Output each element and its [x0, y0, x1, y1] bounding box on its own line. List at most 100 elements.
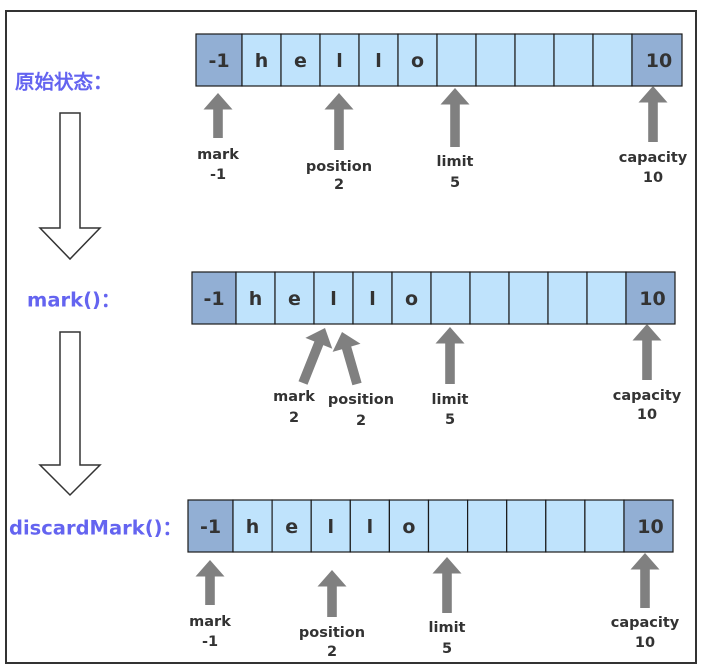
cell-value: l: [367, 516, 374, 538]
buffer-cell: o: [391, 271, 432, 325]
buffer-cell: [547, 271, 588, 325]
buffer-cell: l: [358, 33, 399, 87]
buffer-cell: [427, 499, 469, 553]
cell-box: [232, 499, 273, 553]
cell-box: [358, 33, 399, 87]
cell-box: [427, 499, 469, 553]
buffer-cell: [430, 271, 471, 325]
buffer-cell: [514, 33, 555, 87]
buffer-cell: [586, 271, 627, 325]
cell-box: [195, 33, 243, 87]
cell-value: e: [288, 288, 301, 310]
buffer-cell: h: [241, 33, 282, 87]
buffer-cell: [545, 499, 586, 553]
cell-box: [506, 499, 547, 553]
cell-box: [187, 499, 234, 553]
cell-box: [241, 33, 282, 87]
diagram-frame: [5, 10, 697, 664]
cell-value: -1: [208, 50, 229, 72]
cell-box: [274, 271, 315, 325]
buffer-cell: h: [232, 499, 273, 553]
up-arrow-icon: [332, 332, 362, 386]
cell-value: 10: [646, 50, 672, 72]
pointer-name: limit: [437, 154, 474, 170]
pointer-value: 10: [637, 407, 657, 423]
cell-box: [623, 499, 674, 553]
up-arrow-icon: [638, 86, 668, 142]
cell-box: [625, 271, 676, 325]
pointer-value: 2: [334, 177, 344, 193]
pointer-name: limit: [429, 620, 466, 636]
buffer-cell: e: [271, 499, 312, 553]
pointer-name: limit: [432, 392, 469, 408]
pointer-position: position 2: [299, 570, 365, 660]
buffer-cell: l: [310, 499, 351, 553]
cell-box: [235, 271, 276, 325]
cell-box: [547, 271, 588, 325]
cell-value: 10: [639, 288, 665, 310]
cell-box: [508, 271, 549, 325]
pointer-name: mark: [189, 614, 231, 630]
cell-box: [388, 499, 430, 553]
cell-value: l: [327, 516, 334, 538]
up-arrow-icon: [435, 327, 465, 384]
cell-box: [467, 499, 508, 553]
up-arrow-icon: [632, 324, 662, 380]
up-arrow-icon: [298, 328, 333, 385]
pointer-name: position: [299, 625, 365, 641]
buffer-cell: l: [319, 33, 360, 87]
step-label: discardMark()：: [9, 517, 182, 540]
cell-box: [436, 33, 477, 87]
buffer-cell: e: [274, 271, 315, 325]
cell-box: [631, 33, 683, 87]
pointer-value: 2: [356, 413, 366, 429]
up-arrow-icon: [324, 93, 354, 150]
cell-box: [391, 271, 432, 325]
cell-value: o: [402, 516, 415, 538]
cell-value: o: [411, 50, 424, 72]
flow-down-arrow-icon: [38, 331, 102, 497]
cell-box: [280, 33, 321, 87]
pointer-name: capacity: [613, 388, 682, 404]
pointer-mark: mark-1: [189, 560, 231, 650]
up-arrow-icon: [317, 570, 347, 617]
flow-arrows: [38, 112, 102, 497]
pointer-value: 2: [327, 644, 337, 660]
pointer-name: capacity: [619, 150, 688, 166]
up-arrow-icon: [432, 557, 462, 613]
cell-value: e: [285, 516, 298, 538]
cell-box: [545, 499, 586, 553]
pointer-name: position: [328, 392, 394, 408]
buffer-cell: [584, 499, 625, 553]
meta-cell: 10: [625, 271, 676, 325]
cell-value: l: [369, 288, 376, 310]
buffer-cell: o: [397, 33, 438, 87]
pointer-value: -1: [210, 167, 226, 183]
cell-box: [352, 271, 393, 325]
pointer-name: position: [306, 159, 372, 175]
pointer-name: mark: [197, 147, 239, 163]
pointer-value: 5: [450, 175, 460, 191]
step-label: 原始状态：: [15, 71, 113, 94]
cell-value: h: [249, 288, 263, 310]
cell-box: [553, 33, 594, 87]
cell-value: -1: [203, 288, 224, 310]
buffer-cell: [467, 499, 508, 553]
cell-box: [191, 271, 237, 325]
pointer-value: 10: [635, 635, 655, 651]
pointer-name: mark: [273, 389, 315, 405]
cell-box: [319, 33, 360, 87]
cell-box: [586, 271, 627, 325]
up-arrow-icon: [203, 93, 233, 138]
